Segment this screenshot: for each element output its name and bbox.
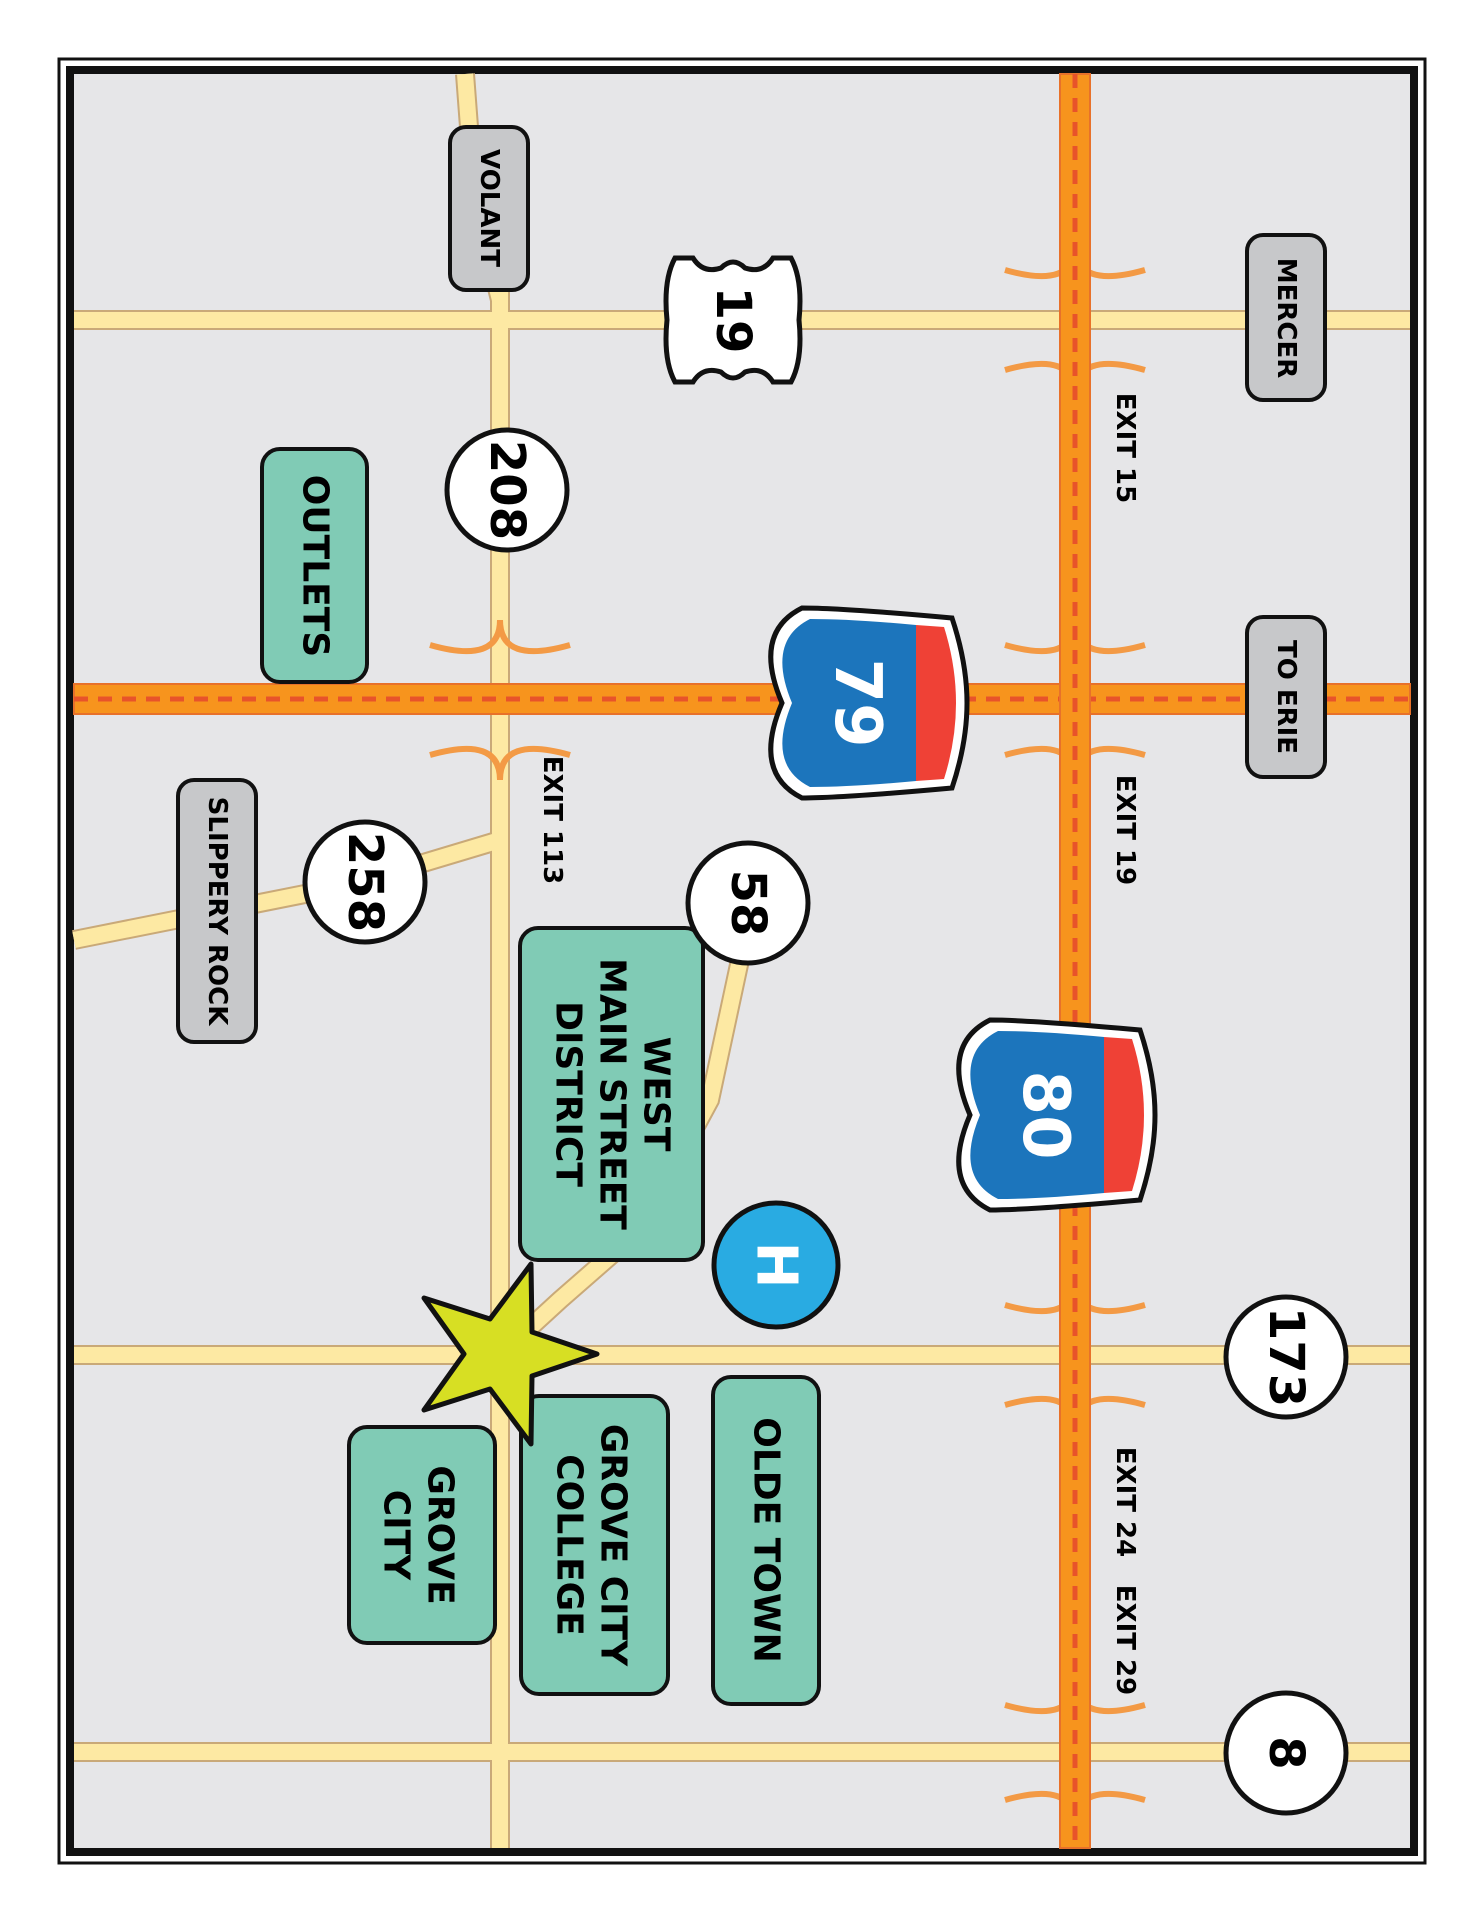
place-gcc-line1: GROVE CITY — [593, 1424, 634, 1667]
place-west-main: WEST MAIN STREET DISTRICT — [518, 926, 705, 1262]
interstate-80-number: 80 — [1008, 1070, 1082, 1159]
town-slippery-rock-label: SLIPPERY ROCK — [202, 797, 232, 1027]
route-58-shield: 58 — [685, 840, 811, 966]
route-58-number: 58 — [720, 870, 776, 937]
interstate-79-number: 79 — [820, 658, 894, 747]
us-19-shield: 19 — [663, 255, 803, 385]
outer-border — [57, 57, 1427, 1865]
town-slippery-rock: SLIPPERY ROCK — [176, 778, 258, 1044]
place-grove-city-line2: CITY — [376, 1490, 417, 1581]
hospital-icon — [711, 1200, 841, 1330]
star-icon — [421, 1261, 600, 1447]
town-mercer-label: MERCER — [1271, 258, 1301, 379]
route-8-number: 8 — [1258, 1736, 1314, 1769]
town-to-erie: TO ERIE — [1245, 615, 1327, 779]
place-olde-town: OLDE TOWN — [711, 1375, 821, 1706]
route-258-number: 258 — [337, 832, 393, 932]
place-grove-city-line1: GROVE — [420, 1465, 461, 1604]
exit-113-label: EXIT 113 — [537, 756, 567, 885]
highways — [73, 73, 1411, 1849]
exit-29-label: EXIT 29 — [1110, 1585, 1140, 1695]
place-olde-town-label: OLDE TOWN — [746, 1417, 787, 1663]
place-gcc: GROVE CITY COLLEGE — [519, 1394, 670, 1696]
town-mercer: MERCER — [1245, 233, 1327, 402]
place-west-main-line2: MAIN STREET — [592, 958, 633, 1230]
route-258-shield: 258 — [302, 819, 428, 945]
town-labels: VOLANT MERCER TO ERIE SLIPPERY ROCK — [176, 125, 1327, 1044]
town-volant: VOLANT — [448, 125, 530, 292]
interstate-79-shield: 79 — [768, 605, 970, 801]
route-208-number: 208 — [479, 440, 535, 540]
exit-24-label: EXIT 24 — [1110, 1447, 1140, 1557]
place-gcc-line2: COLLEGE — [549, 1454, 590, 1636]
route-8-shield: 8 — [1223, 1690, 1349, 1816]
state-route-shields: 208 258 58 173 8 — [302, 427, 1349, 1816]
town-to-erie-label: TO ERIE — [1271, 640, 1301, 754]
place-outlets-label: OUTLETS — [295, 475, 336, 657]
exit-19-label: EXIT 19 — [1110, 775, 1140, 885]
route-173-shield: 173 — [1223, 1294, 1349, 1420]
town-volant-label: VOLANT — [474, 149, 504, 267]
exit-labels: EXIT 15 EXIT 19 EXIT 113 EXIT 24 EXIT 29 — [537, 393, 1140, 1695]
place-west-main-line3: DISTRICT — [548, 1001, 589, 1187]
hospital-marker: H — [711, 1200, 841, 1330]
place-west-main-line1: WEST — [636, 1037, 677, 1152]
us-19-number: 19 — [705, 287, 761, 354]
interchange-ramps — [429, 244, 1146, 1826]
place-grove-city: GROVE CITY — [347, 1425, 497, 1645]
route-208-shield: 208 — [444, 427, 570, 553]
route-173-number: 173 — [1258, 1307, 1314, 1407]
place-outlets: OUTLETS — [260, 447, 369, 684]
exit-15-label: EXIT 15 — [1110, 393, 1140, 503]
place-labels: OUTLETS WEST MAIN STREET DISTRICT OLDE T… — [260, 447, 821, 1706]
interstate-80-shield: 80 — [956, 1017, 1158, 1213]
hospital-label: H — [744, 1242, 809, 1289]
